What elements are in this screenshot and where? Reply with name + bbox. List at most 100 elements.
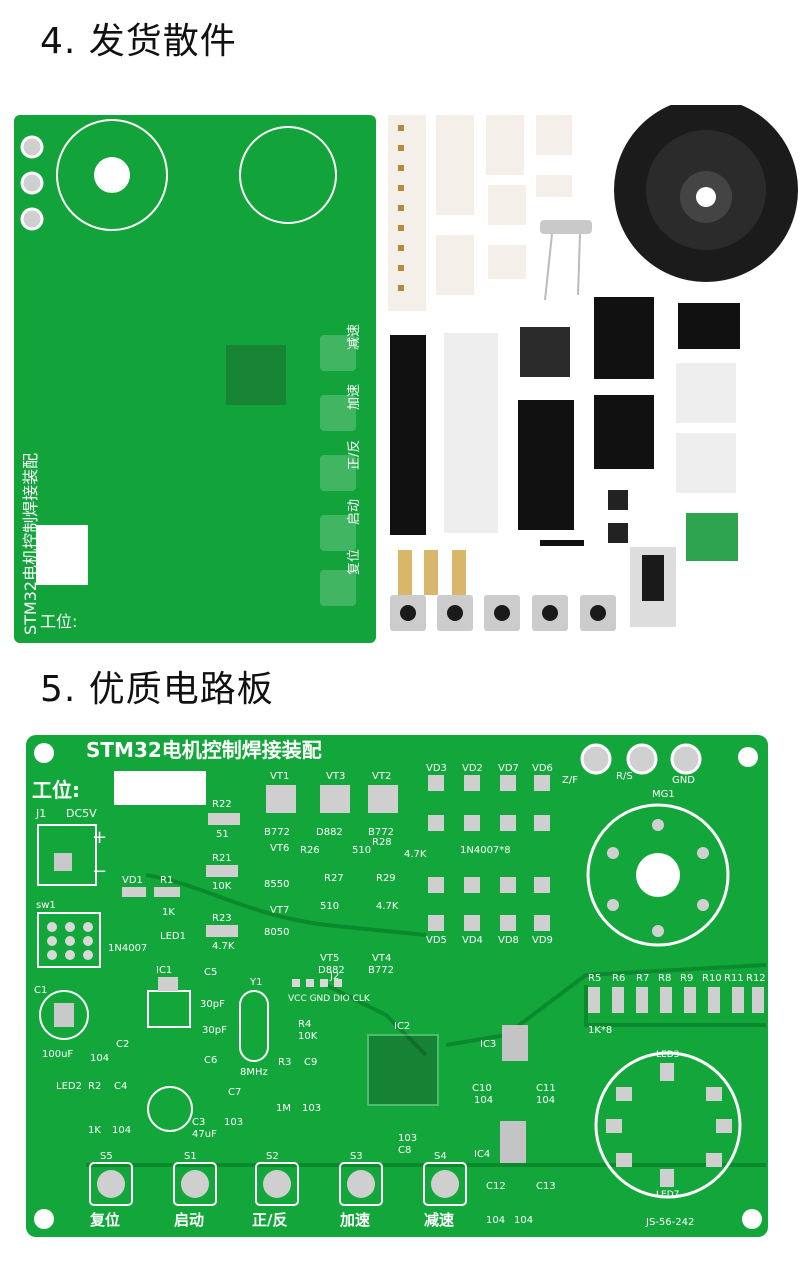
c3-label: C3 bbox=[192, 1117, 205, 1128]
vt1-label: VT1 bbox=[270, 771, 289, 782]
vd2-label: VD2 bbox=[462, 763, 483, 774]
c4-label: C4 bbox=[114, 1081, 127, 1092]
c8-label: C8 bbox=[398, 1145, 411, 1156]
terminal-zf: Z/F bbox=[562, 775, 578, 786]
r27-value: 510 bbox=[320, 901, 339, 912]
r29-value: 4.7K bbox=[376, 901, 399, 912]
resistor-array-value: 1K*8 bbox=[588, 1025, 612, 1036]
terminal-gnd: GND bbox=[672, 775, 695, 786]
section-title-shipping: 4. 发货散件 bbox=[40, 21, 237, 62]
c11-value: 104 bbox=[536, 1095, 555, 1106]
c12-label: C12 bbox=[486, 1181, 506, 1192]
vd7-label: VD7 bbox=[498, 763, 519, 774]
r27-label: R27 bbox=[324, 873, 344, 884]
board1-btn-accel: 加速 bbox=[347, 384, 362, 410]
c6-label: C6 bbox=[204, 1055, 217, 1066]
r22-label: R22 bbox=[212, 799, 232, 810]
r2-label: R2 bbox=[88, 1081, 101, 1092]
btn-s1-id: S1 bbox=[184, 1151, 197, 1162]
r6-label: R6 bbox=[612, 973, 625, 984]
vd9-label: VD9 bbox=[532, 935, 553, 946]
board1-station: 工位: bbox=[40, 612, 77, 631]
c13-value: 104 bbox=[514, 1215, 533, 1226]
vt6-label: VT6 bbox=[270, 843, 289, 854]
r23-label: R23 bbox=[212, 913, 232, 924]
vd1-label: VD1 bbox=[122, 875, 143, 886]
pcb-title: STM32电机控制焊接装配 bbox=[86, 738, 322, 762]
c13-label: C13 bbox=[536, 1181, 556, 1192]
motor-label: MG1 bbox=[652, 789, 675, 800]
r10-label: R10 bbox=[702, 973, 722, 984]
station-blank bbox=[114, 771, 206, 805]
r3-label: R4 bbox=[298, 1019, 311, 1030]
j1-label: J1 bbox=[35, 807, 46, 820]
vd5-label: VD5 bbox=[426, 935, 447, 946]
r23-value: 4.7K bbox=[212, 941, 235, 952]
r8-label: R8 bbox=[658, 973, 671, 984]
vt6-value: 8550 bbox=[264, 879, 289, 890]
minus-label: − bbox=[92, 861, 107, 882]
r28-value: 4.7K bbox=[404, 849, 427, 860]
ic4-label: IC4 bbox=[474, 1149, 490, 1160]
vd3-label: VD3 bbox=[426, 763, 447, 774]
vt3-label: VT3 bbox=[326, 771, 345, 782]
vt3-value: D882 bbox=[316, 827, 343, 838]
board1-btn-reset: 复位 bbox=[347, 549, 362, 575]
header-pins-label: VCC GND DIO CLK bbox=[288, 994, 371, 1004]
ic2-label: IC2 bbox=[394, 1021, 410, 1032]
vt5-value: D882 bbox=[318, 965, 345, 976]
c5-label: C5 bbox=[204, 967, 217, 978]
section-title-pcb: 5. 优质电路板 bbox=[40, 669, 274, 710]
y1-label: Y1 bbox=[249, 977, 262, 988]
y1-value: 8MHz bbox=[240, 1067, 268, 1078]
board1-btn-dir: 正/反 bbox=[347, 440, 362, 470]
btn-s4-id: S4 bbox=[434, 1151, 447, 1162]
c3-value: 47uF bbox=[192, 1129, 217, 1140]
c8-value: 103 bbox=[398, 1133, 417, 1144]
vt2-label: VT2 bbox=[372, 771, 391, 782]
c9-label: C9 bbox=[304, 1057, 317, 1068]
c1-label: C1 bbox=[34, 985, 47, 996]
c2-value: 104 bbox=[90, 1053, 109, 1064]
pcb-photo: STM32电机控制焊接装配 工位: J1 DC5V + − sw1 C1 100… bbox=[26, 735, 768, 1237]
btn-reset-label: 复位 bbox=[89, 1211, 120, 1229]
c7-value: 103 bbox=[224, 1117, 243, 1128]
footer-code: JS-56-242 bbox=[645, 1217, 694, 1228]
loose-parts-illustration: STM32电机控制焊接装配 工位: 复位 启动 正/反 加速 减速 bbox=[14, 98, 798, 643]
led7-label: LED7 bbox=[656, 1190, 679, 1200]
board1-btn-decel: 减速 bbox=[347, 324, 362, 350]
led2-label: LED2 bbox=[56, 1081, 82, 1092]
btn-decelerate-label: 减速 bbox=[424, 1211, 454, 1229]
c7-label: C7 bbox=[228, 1087, 241, 1098]
r2-value: 1K bbox=[88, 1125, 101, 1136]
r28-label: R28 bbox=[372, 837, 392, 848]
station-label: 工位: bbox=[32, 778, 80, 802]
vt7-value: 8050 bbox=[264, 927, 289, 938]
vd4-label: VD4 bbox=[462, 935, 483, 946]
r1-value: 1K bbox=[162, 907, 175, 918]
ic3-label: IC3 bbox=[480, 1039, 496, 1050]
r12-label: R12 bbox=[746, 973, 766, 984]
r26-value: 510 bbox=[352, 845, 371, 856]
vt2-value: B772 bbox=[368, 827, 394, 838]
pcb-board: STM32电机控制焊接装配 工位: J1 DC5V + − sw1 C1 100… bbox=[26, 735, 768, 1237]
board1-title: STM32电机控制焊接装配 bbox=[21, 453, 40, 635]
r4-label: R3 bbox=[278, 1057, 291, 1068]
r26-label: R26 bbox=[300, 845, 320, 856]
vt5-label: VT5 bbox=[320, 953, 339, 964]
dc5v-label: DC5V bbox=[66, 807, 97, 820]
r1-label: R1 bbox=[160, 875, 173, 886]
sw1-label: sw1 bbox=[36, 900, 56, 911]
btn-accelerate-label: 加速 bbox=[339, 1211, 370, 1229]
c4-value: 104 bbox=[112, 1125, 131, 1136]
vt4-label: VT4 bbox=[372, 953, 391, 964]
c5-value: 30pF bbox=[200, 999, 225, 1010]
btn-s5-id: S5 bbox=[100, 1151, 113, 1162]
btn-start-label: 启动 bbox=[174, 1211, 204, 1229]
terminal-rs: R/S bbox=[616, 771, 633, 782]
c12-value: 104 bbox=[486, 1215, 505, 1226]
board1-btn-start: 启动 bbox=[347, 499, 362, 525]
c9-value: 103 bbox=[302, 1103, 321, 1114]
plus-label: + bbox=[92, 827, 107, 848]
c10-label: C10 bbox=[472, 1083, 492, 1094]
